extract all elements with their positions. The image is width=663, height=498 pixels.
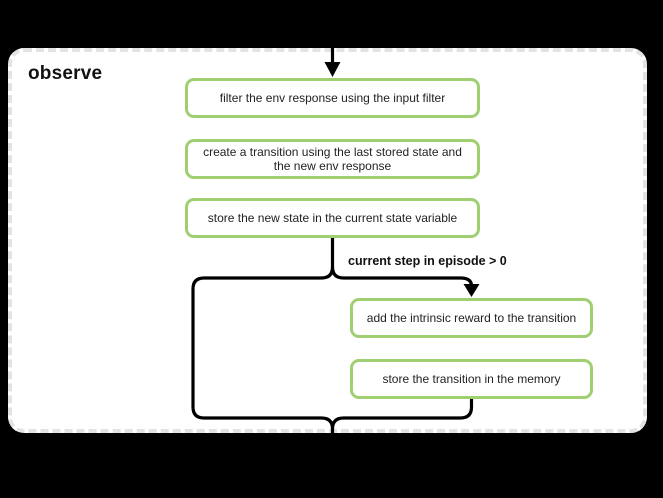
diagram-title: observe [28,63,103,84]
node-label: store the new state in the current state… [207,210,458,225]
node-label: create a transition using the last store… [203,144,462,174]
node-label: store the transition in the memory [382,371,561,386]
node-filter-env-response: filter the env response using the input … [185,78,480,118]
condition-label: current step in episode > 0 [348,254,507,268]
node-store-transition: store the transition in the memory [350,359,593,399]
node-store-new-state: store the new state in the current state… [185,198,480,238]
node-create-transition: create a transition using the last store… [185,139,480,179]
node-add-intrinsic-reward: add the intrinsic reward to the transiti… [350,298,593,338]
node-label: add the intrinsic reward to the transiti… [366,310,577,325]
node-label: filter the env response using the input … [219,90,446,105]
